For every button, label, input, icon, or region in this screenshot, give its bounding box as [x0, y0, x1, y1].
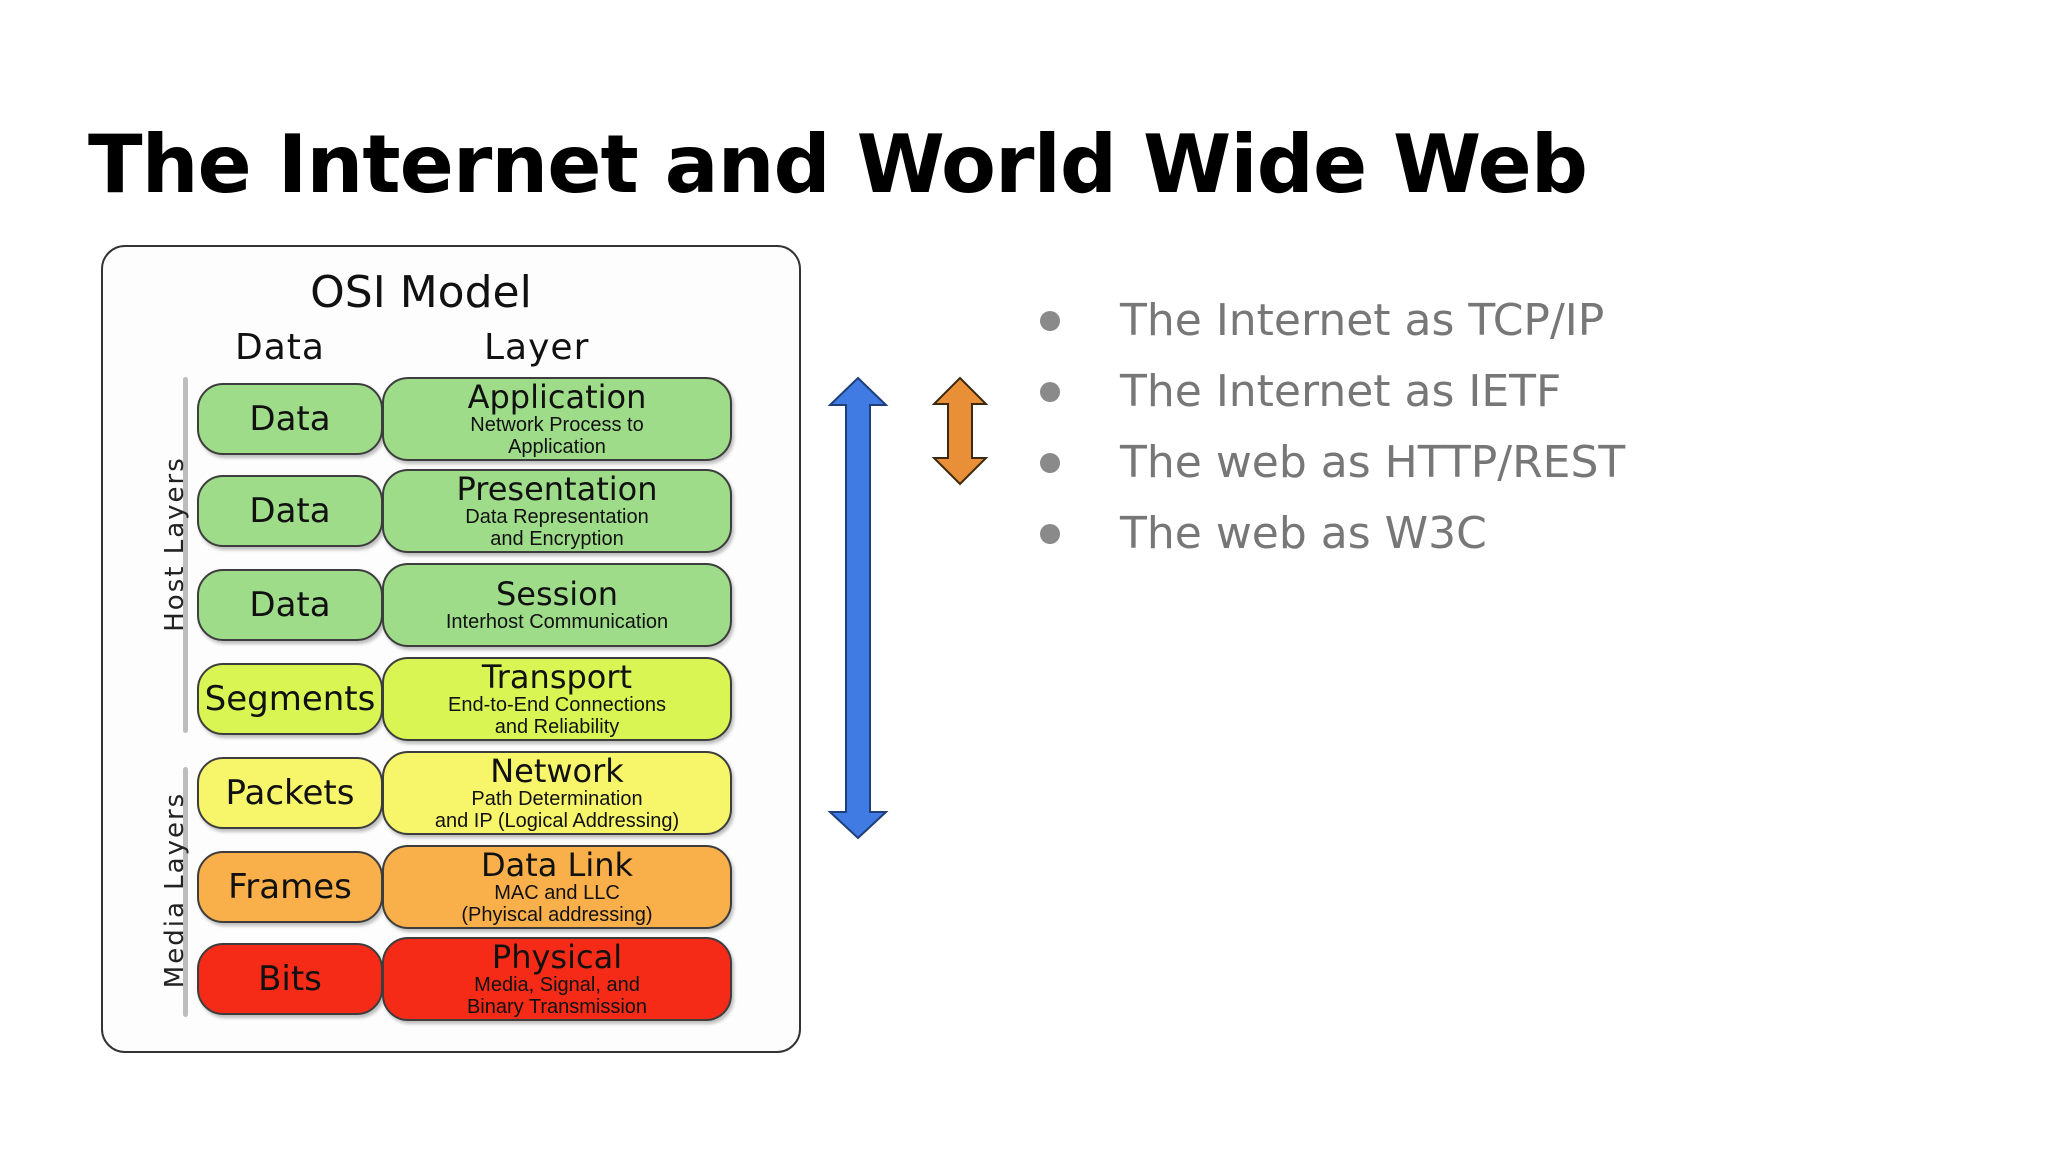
layer-name: Session — [495, 575, 619, 613]
layer-description: Interhost Communication — [445, 611, 669, 633]
layer-description: and Reliability — [494, 716, 620, 738]
data-column-header: Data — [235, 327, 325, 368]
layer-description: Path Determination — [471, 788, 643, 810]
bullet-dot-icon — [1040, 523, 1060, 544]
double-arrow-blue-icon — [827, 376, 889, 840]
layer-description: Application — [508, 436, 606, 458]
bullet-list: The Internet as TCP/IP The Internet as I… — [1040, 285, 1625, 569]
data-unit-label: Frames — [228, 867, 352, 907]
data-unit-pill: Frames — [197, 851, 383, 923]
data-unit-pill: Packets — [197, 757, 383, 829]
host-layers-bracket — [183, 377, 188, 733]
layer-description: (Phyiscal addressing) — [461, 904, 653, 926]
bullet-item: The web as W3C — [1040, 498, 1625, 569]
bullet-item: The Internet as IETF — [1040, 356, 1625, 427]
layer-name: Data Link — [480, 846, 634, 884]
data-unit-label: Bits — [258, 959, 322, 999]
double-arrow-orange-icon — [931, 376, 989, 486]
layer-name: Application — [467, 378, 647, 416]
layer-description: Media, Signal, and — [474, 974, 640, 996]
layer-column-header: Layer — [484, 327, 590, 368]
osi-model-diagram: OSI Model Data Layer Host Layers Media L… — [101, 245, 801, 1053]
data-unit-pill: Segments — [197, 663, 383, 735]
data-unit-pill: Data — [197, 569, 383, 641]
data-unit-label: Data — [249, 491, 331, 531]
bullet-item: The Internet as TCP/IP — [1040, 285, 1625, 356]
bullet-dot-icon — [1040, 381, 1060, 402]
osi-title: OSI Model — [310, 267, 532, 318]
layer-name: Transport — [481, 658, 633, 696]
slide-title: The Internet and World Wide Web — [88, 118, 1588, 211]
bullet-item: The web as HTTP/REST — [1040, 427, 1625, 498]
data-unit-pill: Bits — [197, 943, 383, 1015]
media-layers-bracket — [183, 767, 188, 1017]
layer-description: Network Process to — [470, 414, 644, 436]
bullet-dot-icon — [1040, 310, 1060, 331]
layer-description: End-to-End Connections — [448, 694, 666, 716]
layer-description: and Encryption — [490, 528, 624, 550]
layer-description: Binary Transmission — [466, 996, 648, 1018]
data-unit-label: Data — [249, 585, 331, 625]
layer-name: Physical — [491, 938, 623, 976]
data-unit-label: Packets — [225, 773, 355, 813]
layer-name: Network — [490, 752, 624, 790]
layer-description: MAC and LLC — [494, 882, 620, 904]
layer-description: Data Representation — [465, 506, 649, 528]
data-unit-label: Data — [249, 399, 331, 439]
layer-name: Presentation — [456, 470, 658, 508]
layer-description: and IP (Logical Addressing) — [434, 810, 680, 832]
data-unit-label: Segments — [204, 679, 376, 719]
bullet-dot-icon — [1040, 452, 1060, 473]
data-unit-pill: Data — [197, 383, 383, 455]
data-unit-pill: Data — [197, 475, 383, 547]
